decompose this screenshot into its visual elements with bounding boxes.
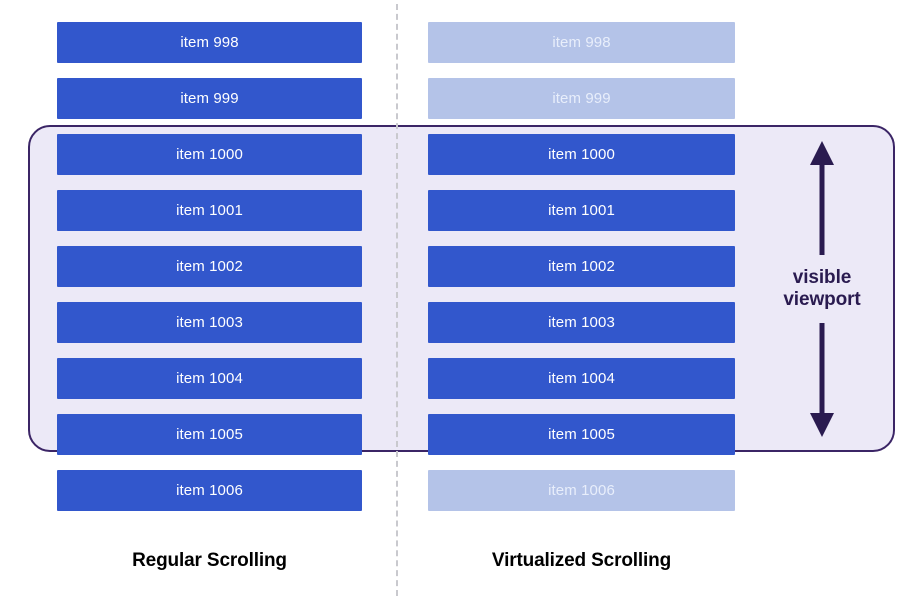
list-item[interactable]: item 1002 [57, 246, 362, 287]
annotation-line-2: viewport [783, 289, 861, 310]
annotation-line-1: visible [792, 266, 852, 288]
list-item[interactable]: item 1001 [428, 190, 735, 231]
column-divider [396, 4, 398, 596]
list-item[interactable]: item 999 [57, 78, 362, 119]
list-item[interactable]: item 1005 [57, 414, 362, 455]
list-item[interactable]: item 1000 [57, 134, 362, 175]
list-item[interactable]: item 1006 [57, 470, 362, 511]
double-arrow-icon [810, 141, 834, 437]
list-item[interactable]: item 998 [57, 22, 362, 63]
list-item[interactable]: item 1002 [428, 246, 735, 287]
list-item[interactable]: item 1004 [57, 358, 362, 399]
visible-viewport-annotation: visible viewport [762, 133, 882, 445]
list-item[interactable]: item 1000 [428, 134, 735, 175]
caption-regular-scrolling: Regular Scrolling [132, 550, 287, 571]
list-item[interactable]: item 1004 [428, 358, 735, 399]
list-item[interactable]: item 1003 [428, 302, 735, 343]
caption-virtualized-scrolling: Virtualized Scrolling [491, 550, 672, 571]
list-item[interactable]: item 1006 [428, 470, 735, 511]
list-item[interactable]: item 998 [428, 22, 735, 63]
list-item[interactable]: item 1005 [428, 414, 735, 455]
list-item[interactable]: item 1001 [57, 190, 362, 231]
annotation-text: visible viewport [783, 267, 860, 312]
list-item[interactable]: item 1003 [57, 302, 362, 343]
list-item[interactable]: item 999 [428, 78, 735, 119]
